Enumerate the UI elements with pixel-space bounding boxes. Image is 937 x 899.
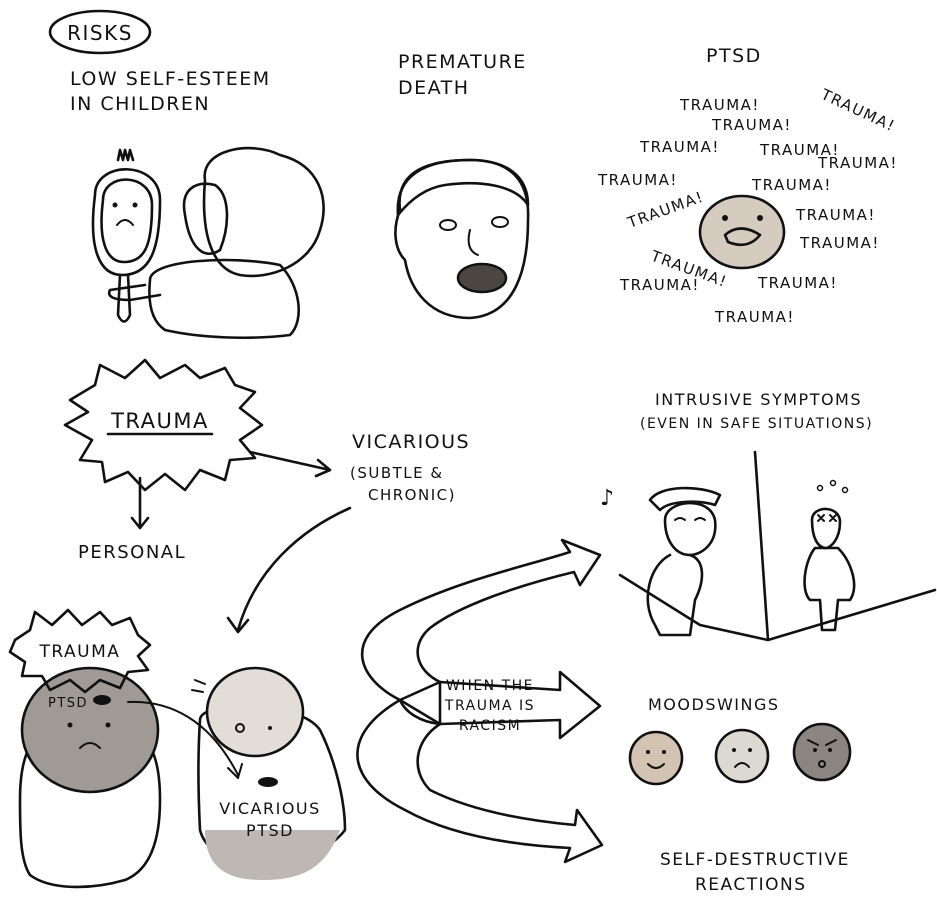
moodswings-label: MOODSWINGS — [648, 695, 780, 714]
vicarious-sub1: (SUBTLE & — [350, 464, 444, 482]
when-line2: TRAUMA IS — [444, 698, 535, 714]
trauma-cloud-word: TRAUMA! — [619, 276, 700, 294]
when-line1: WHEN THE — [446, 678, 534, 694]
trauma-cloud-word: TRAUMA! — [624, 188, 706, 233]
arrow-to-vicarious-ptsd — [226, 506, 352, 634]
trauma-cloud-word: TRAUMA! — [759, 141, 840, 159]
vicarious-ptsd-line2: PTSD — [246, 821, 294, 840]
self-destructive-line1: SELF-DESTRUCTIVE — [660, 850, 850, 870]
trauma-cloud-word: TRAUMA! — [757, 274, 838, 292]
intrusive-line2: (EVEN IN SAFE SITUATIONS) — [640, 416, 873, 432]
personal-ptsd-figure — [18, 666, 162, 889]
trauma-cloud-word: TRAUMA! — [679, 96, 760, 114]
low-self-esteem-line2: IN CHILDREN — [70, 93, 210, 115]
trauma-cloud-word: TRAUMA! — [799, 234, 880, 252]
man-face-illustration — [394, 158, 530, 320]
trauma-cloud-word: TRAUMA! — [597, 171, 678, 189]
low-self-esteem-line1: LOW SELF-ESTEEM — [70, 68, 271, 90]
trauma-cloud: TRAUMA! TRAUMA! TRAUMA! TRAUMA! TRAUMA! … — [597, 85, 898, 326]
when-line3: RACISM — [459, 718, 521, 734]
trauma-cloud-word: TRAUMA! — [639, 138, 720, 156]
trauma-cloud-word: TRAUMA! — [817, 85, 898, 136]
intrusive-line1: INTRUSIVE SYMPTOMS — [655, 390, 862, 409]
trauma-burst — [63, 358, 264, 492]
trauma-cloud-word: TRAUMA! — [751, 176, 832, 194]
ptsd-heading: PTSD — [706, 45, 762, 67]
svg-text:♪: ♪ — [600, 486, 614, 511]
intrusive-symptoms-illustration: ♪ — [600, 450, 937, 642]
child-with-mirror-illustration — [91, 146, 325, 340]
trauma-small-burst — [8, 608, 152, 694]
arrow-to-vicarious — [248, 450, 332, 478]
trauma-cloud-word: TRAUMA! — [817, 154, 898, 172]
ptsd-small-label: PTSD — [48, 696, 88, 711]
branching-arrow — [356, 538, 604, 864]
risks-oval — [48, 9, 152, 55]
trauma-cloud-word: TRAUMA! — [795, 206, 876, 224]
risks-title: RISKS — [67, 21, 133, 45]
premature-death-line2: DEATH — [398, 77, 470, 99]
scared-face — [698, 194, 786, 270]
arrow-to-personal — [130, 476, 150, 530]
vicarious-ptsd-line1: VICARIOUS — [219, 799, 321, 818]
trauma-cloud-word: TRAUMA! — [711, 116, 792, 134]
trauma-cloud-word: TRAUMA! — [714, 308, 795, 326]
trauma-heading: TRAUMA — [110, 409, 209, 433]
premature-death-line1: PREMATURE — [398, 51, 527, 73]
self-destructive-line2: REACTIONS — [695, 875, 807, 895]
vicarious-label: VICARIOUS — [352, 431, 470, 453]
vicarious-sub2: CHRONIC) — [368, 486, 456, 504]
moodswing-faces — [628, 722, 852, 786]
trauma-small-label: TRAUMA — [39, 642, 121, 662]
personal-label: PERSONAL — [78, 542, 186, 563]
arrow-personal-to-vicarious-ptsd — [127, 700, 243, 779]
vicarious-ptsd-figure — [191, 666, 347, 880]
